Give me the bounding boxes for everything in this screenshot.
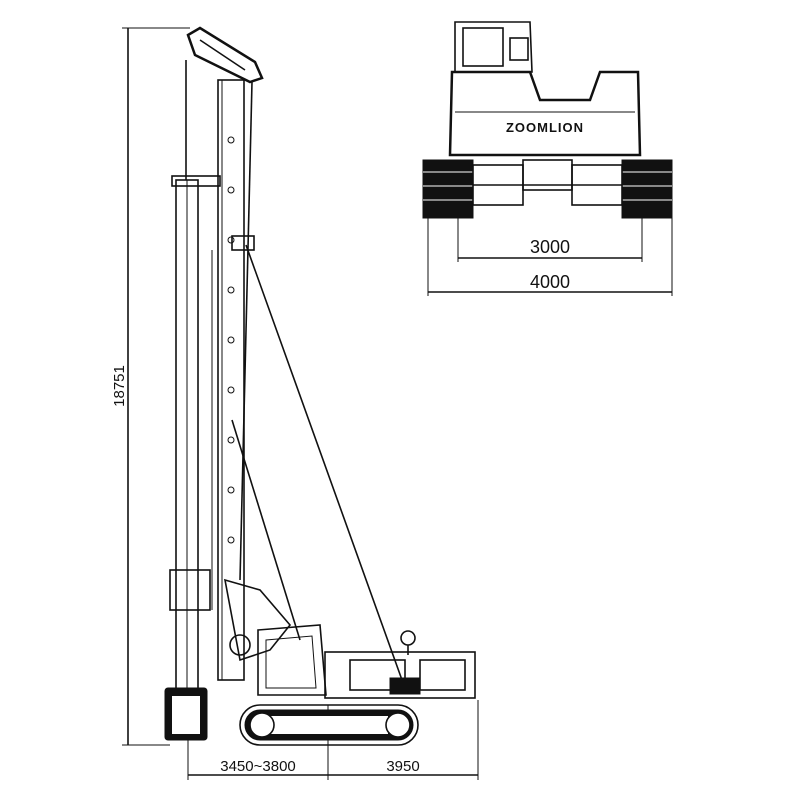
overall-width-label: 4000 <box>530 272 570 292</box>
brand-label: ZOOMLION <box>506 120 584 135</box>
radius-label: 3450~3800 <box>220 758 296 775</box>
track-gauge-label: 3000 <box>530 237 570 257</box>
side-view-rig <box>164 26 476 746</box>
tail-label: 3950 <box>386 758 419 775</box>
front-view-rig: ZOOMLION 3000 4000 <box>422 21 673 296</box>
height-label: 18751 <box>111 365 128 407</box>
height-dimension: 18751 <box>111 27 190 746</box>
